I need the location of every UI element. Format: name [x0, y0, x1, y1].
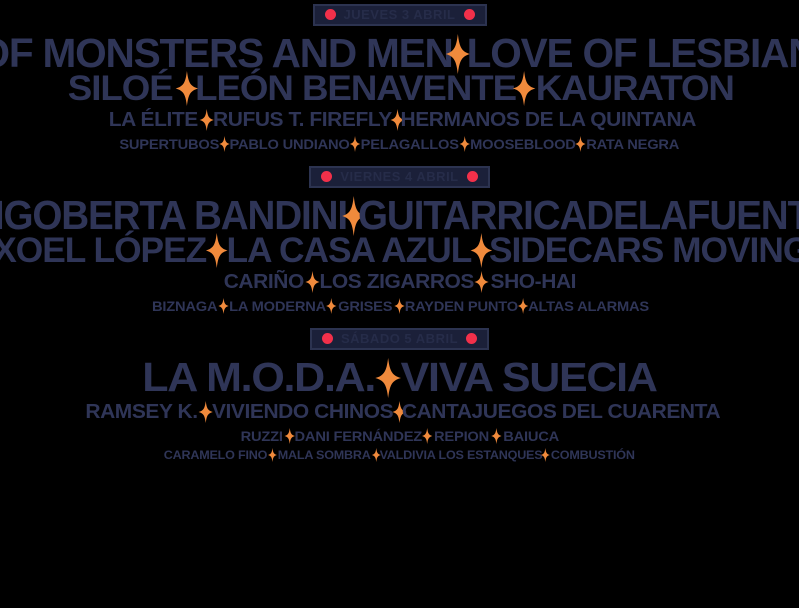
artist-name: REPION: [434, 428, 490, 444]
star-separator-icon: [537, 448, 553, 462]
dot-icon: [466, 333, 478, 344]
star-separator-icon: [301, 271, 324, 293]
artist-name: CARIÑO: [223, 271, 304, 293]
artist-tier: LA M.O.D.A. VIVA SUECIA: [5, 357, 795, 398]
date-badge: VIERNES 4 ABRIL: [309, 166, 490, 188]
artist-name: SILOÉ: [67, 69, 174, 108]
artist-tier: CARIÑO LOS ZIGARROS SHO-HAI: [5, 271, 795, 293]
artist-tier: BIZNAGA LA MODERNA GRISES RAYDEN PUNTO ALTAS…: [5, 298, 795, 314]
star-separator-icon: [464, 233, 497, 268]
artist-name: CANTAJUEGOS DEL CUARENTA: [401, 401, 721, 423]
artist-name: LA ÉLITE: [108, 109, 198, 131]
artist-name: MALA SOMBRA: [277, 448, 371, 462]
artist-tier: SUPERTUBOS PABLO UNDIANO PELAGALLOS MOOSEBL…: [5, 136, 795, 152]
artist-name: CARAMELO FINO: [163, 448, 268, 462]
star-separator-icon: [336, 195, 372, 236]
artist-name: KAURATON: [535, 69, 735, 108]
artist-tier: LA ÉLITE RUFUS T. FIREFLY HERMANOS DE LA Q…: [5, 109, 795, 131]
star-separator-icon: [440, 33, 477, 74]
artist-name: VALDIVIA LOS ESTANQUES: [379, 448, 542, 462]
artist-name: GRISES: [338, 298, 393, 314]
artist-tier: RUZZI DANI FERNÁNDEZ REPION BAIUCA: [5, 428, 795, 444]
star-separator-icon: [200, 233, 233, 268]
dot-icon: [321, 171, 333, 182]
star-separator-icon: [470, 271, 493, 293]
artist-name: RAYDEN PUNTO: [404, 298, 518, 314]
artist-name: PELAGALLOS: [360, 136, 459, 152]
artist-name: RUZZI: [240, 428, 283, 444]
artist-name: BAIUCA: [502, 428, 559, 444]
artist-name: PABLO UNDIANO: [229, 136, 350, 152]
artist-name: DANI FERNÁNDEZ: [294, 428, 423, 444]
star-separator-icon: [194, 401, 217, 423]
star-separator-icon: [419, 428, 436, 444]
artist-name: HERMANOS DE LA QUINTANA: [400, 109, 697, 131]
dot-icon: [321, 333, 333, 344]
artist-name: VIVA SUECIA: [401, 354, 658, 400]
artist-name: LEÓN BENAVENTE: [195, 69, 517, 108]
date-label: SÁBADO 5 ABRIL: [340, 331, 459, 346]
star-separator-icon: [507, 71, 542, 106]
date-label: VIERNES 4 ABRIL: [340, 169, 459, 184]
dot-icon: [466, 171, 478, 182]
star-separator-icon: [388, 401, 411, 423]
artist-name: BIZNAGA: [151, 298, 218, 314]
star-separator-icon: [346, 136, 363, 152]
star-separator-icon: [215, 298, 232, 314]
artist-name: MOOSEBLOOD: [469, 136, 576, 152]
star-separator-icon: [488, 428, 505, 444]
star-separator-icon: [515, 298, 532, 314]
artist-tier: XOEL LÓPEZ LA CASA AZUL SIDECARS MOVING: [0, 231, 799, 270]
star-separator-icon: [368, 448, 384, 462]
star-separator-icon: [323, 298, 340, 314]
dot-icon: [324, 9, 336, 20]
artist-tier: OF MONSTERS AND MEN LOVE OF LESBIAN: [0, 33, 799, 74]
artist-name: LA M.O.D.A.: [142, 354, 377, 400]
star-separator-icon: [216, 136, 233, 152]
dot-icon: [463, 9, 475, 20]
artist-name: RIGOBERTA BANDINI: [0, 192, 348, 238]
artist-name: SHO-HAI: [490, 271, 576, 293]
date-badge: SÁBADO 5 ABRIL: [309, 328, 490, 350]
artist-name: LOS ZIGARROS: [319, 271, 475, 293]
star-separator-icon: [170, 71, 205, 106]
artist-name: RATA NEGRA: [586, 136, 680, 152]
artist-name: LOVE OF LESBIAN: [467, 30, 799, 76]
artist-name: RUFUS T. FIREFLY: [212, 109, 392, 131]
artist-name: COMBUSTIÓN: [550, 448, 635, 462]
star-separator-icon: [456, 136, 473, 152]
star-separator-icon: [386, 109, 409, 131]
artist-tier: SILOÉ LEÓN BENAVENTE KAURATON: [5, 71, 795, 106]
date-label: JUEVES 3 ABRIL: [343, 7, 456, 22]
star-separator-icon: [282, 428, 299, 444]
star-separator-icon: [264, 448, 280, 462]
artist-tier: RAMSEY K. VIVIENDO CHINOS CANTAJUEGOS DEL …: [5, 401, 795, 423]
star-separator-icon: [572, 136, 589, 152]
artist-name: SUPERTUBOS: [119, 136, 220, 152]
artist-name: OF MONSTERS AND MEN: [0, 30, 454, 76]
artist-name: LA MODERNA: [229, 298, 326, 314]
artist-name: GUITARRICADELAFUENTE: [358, 192, 799, 238]
artist-tier: CARAMELO FINO MALA SOMBRA VALDIVIA LOS EST…: [5, 448, 795, 462]
artist-name: RAMSEY K.: [84, 401, 198, 423]
artist-name: LA CASA AZUL: [226, 231, 472, 270]
star-separator-icon: [369, 357, 409, 398]
artist-name: XOEL LÓPEZ: [0, 231, 207, 270]
artist-name: VIVIENDO CHINOS: [211, 401, 394, 423]
day-block: JUEVES 3 ABRIL OF MONSTERS AND MEN LOVE OF…: [0, 4, 799, 152]
artist-name: SIDECARS MOVING: [488, 231, 799, 270]
star-separator-icon: [195, 109, 218, 131]
artist-name: ALTAS ALARMAS: [528, 298, 650, 314]
star-separator-icon: [391, 298, 408, 314]
date-badge: JUEVES 3 ABRIL: [312, 4, 487, 26]
